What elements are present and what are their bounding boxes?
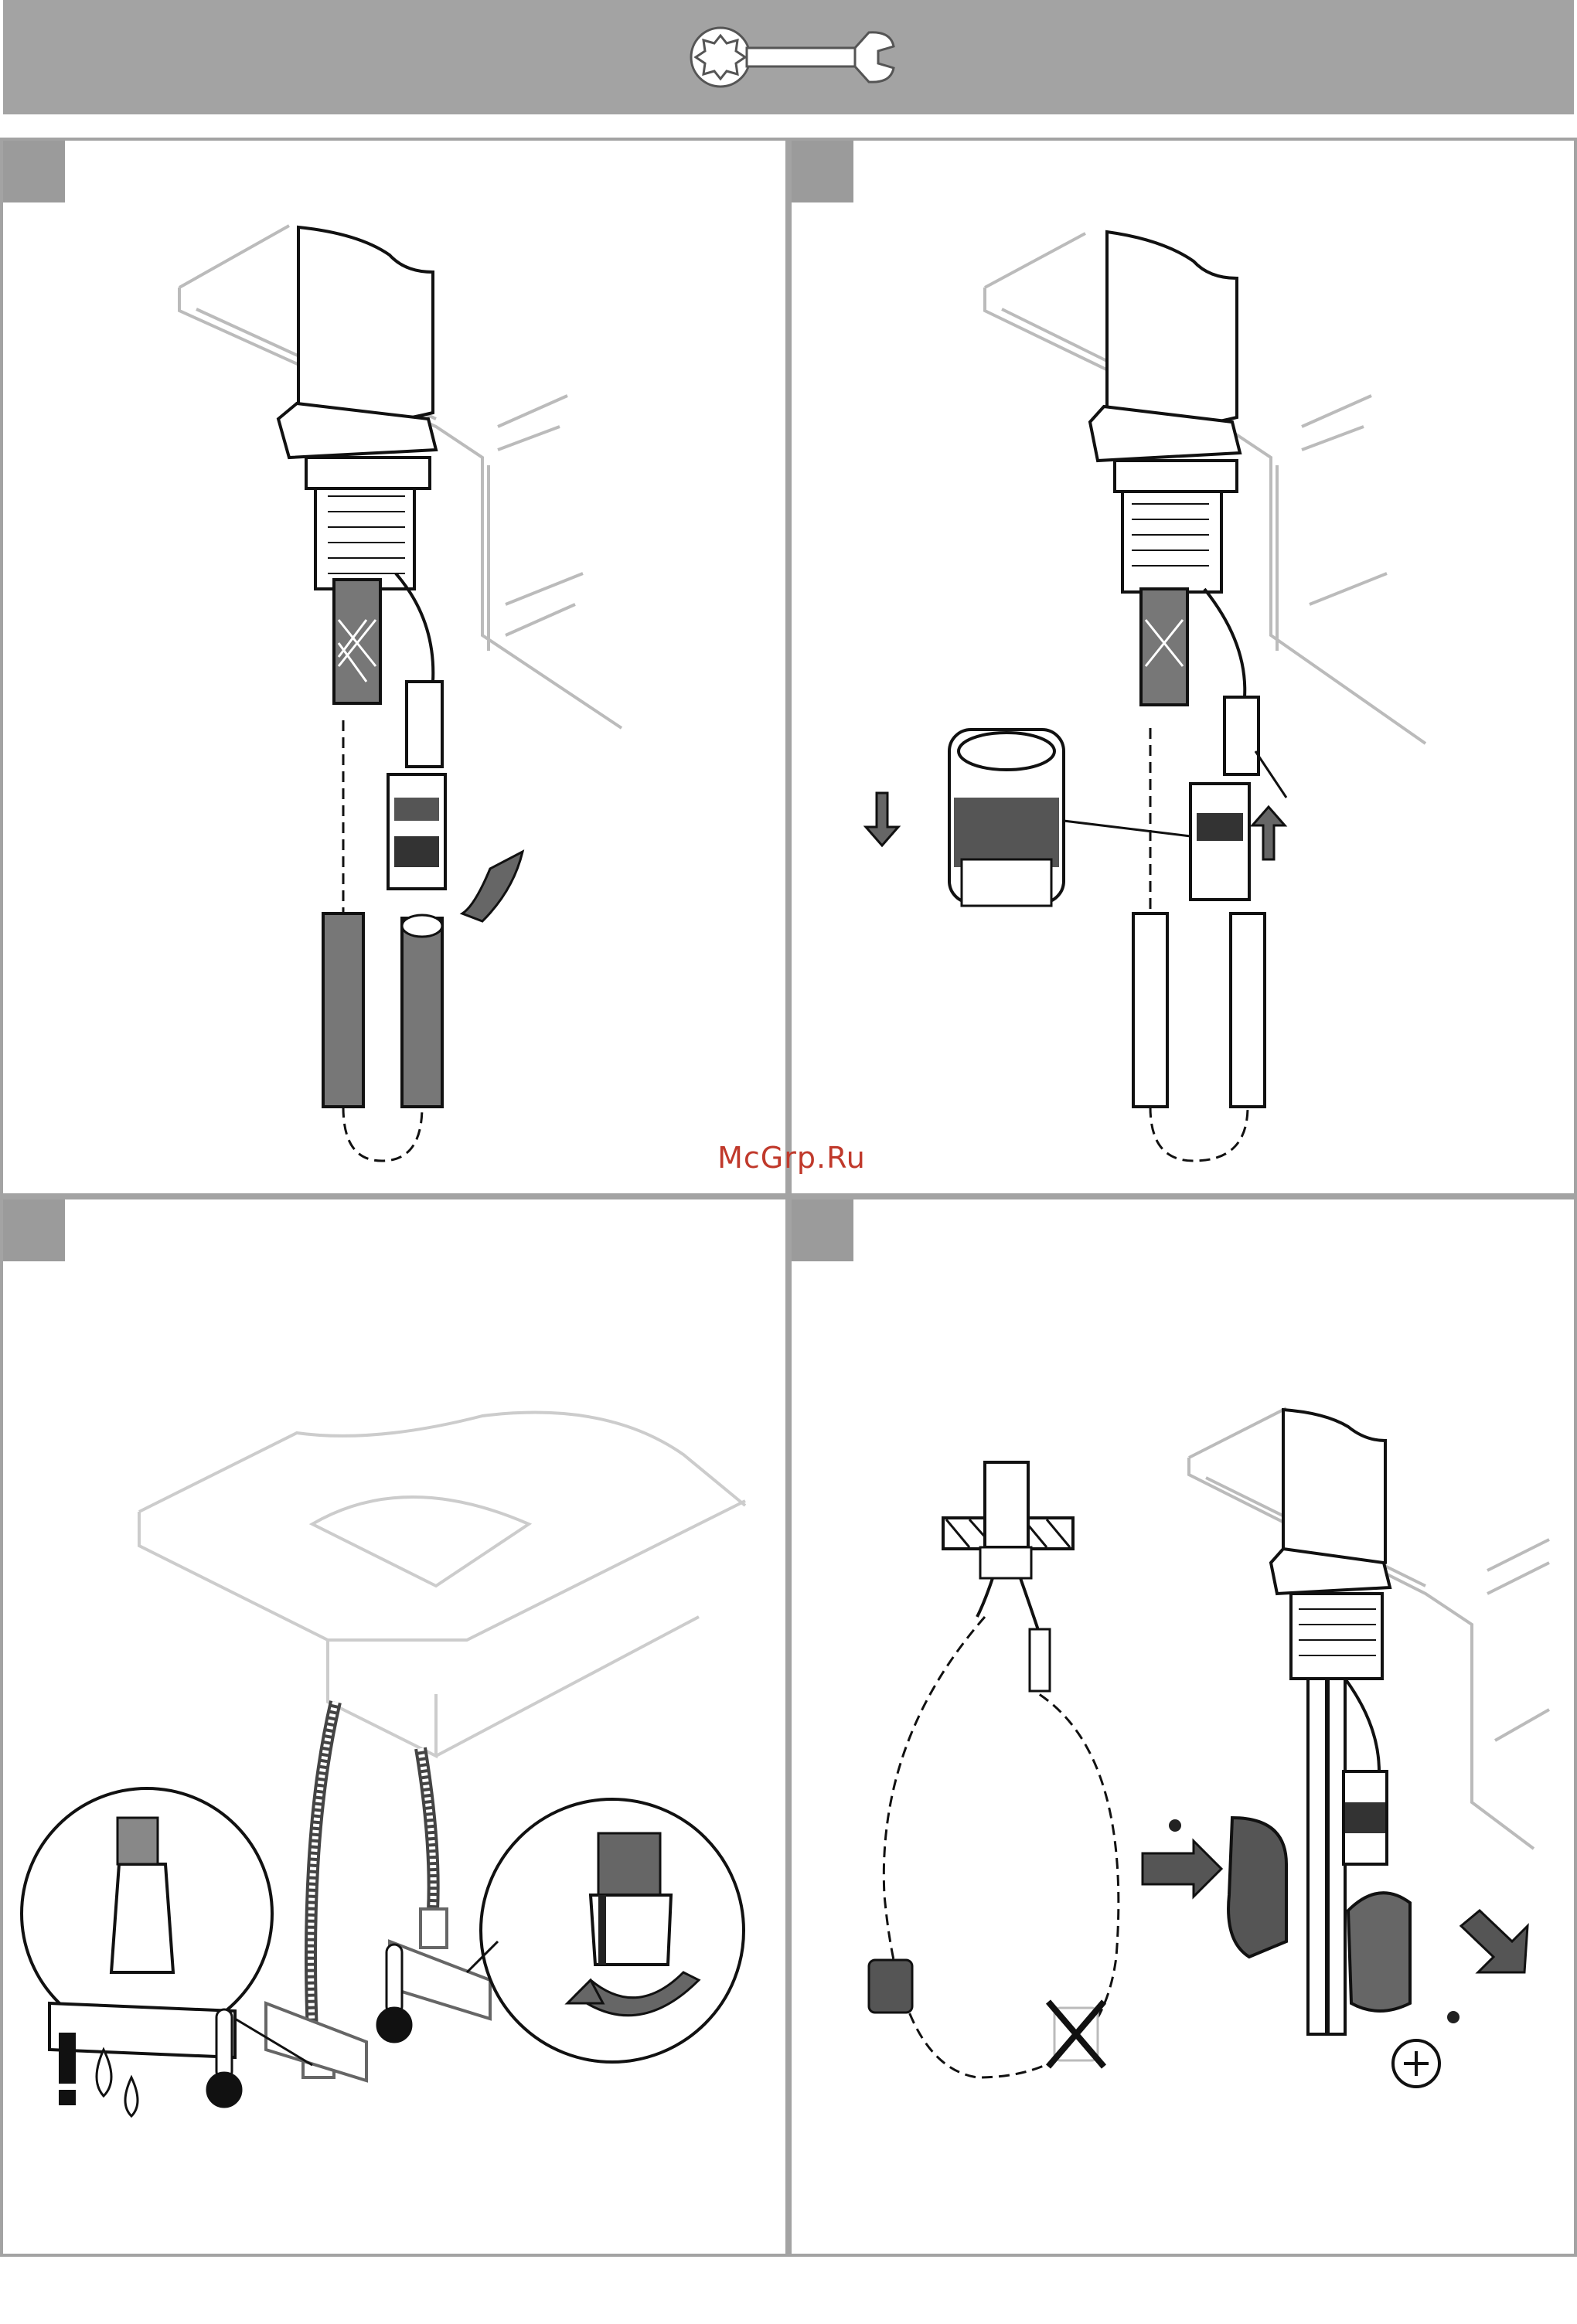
quick-connector-illustration [792,141,1574,1193]
watermark: McGrp.Ru [714,1141,869,1175]
header-bar [3,0,1574,114]
panel-3 [0,1196,788,2257]
panel-4 [788,1196,1577,2257]
hose-weight-illustration [792,1199,1574,2254]
hose-disconnect-illustration [3,141,785,1193]
angle-valve-illustration [3,1199,785,2254]
wrench-icon [683,25,897,90]
panel-2 [788,138,1577,1196]
panel-1 [0,138,788,1196]
